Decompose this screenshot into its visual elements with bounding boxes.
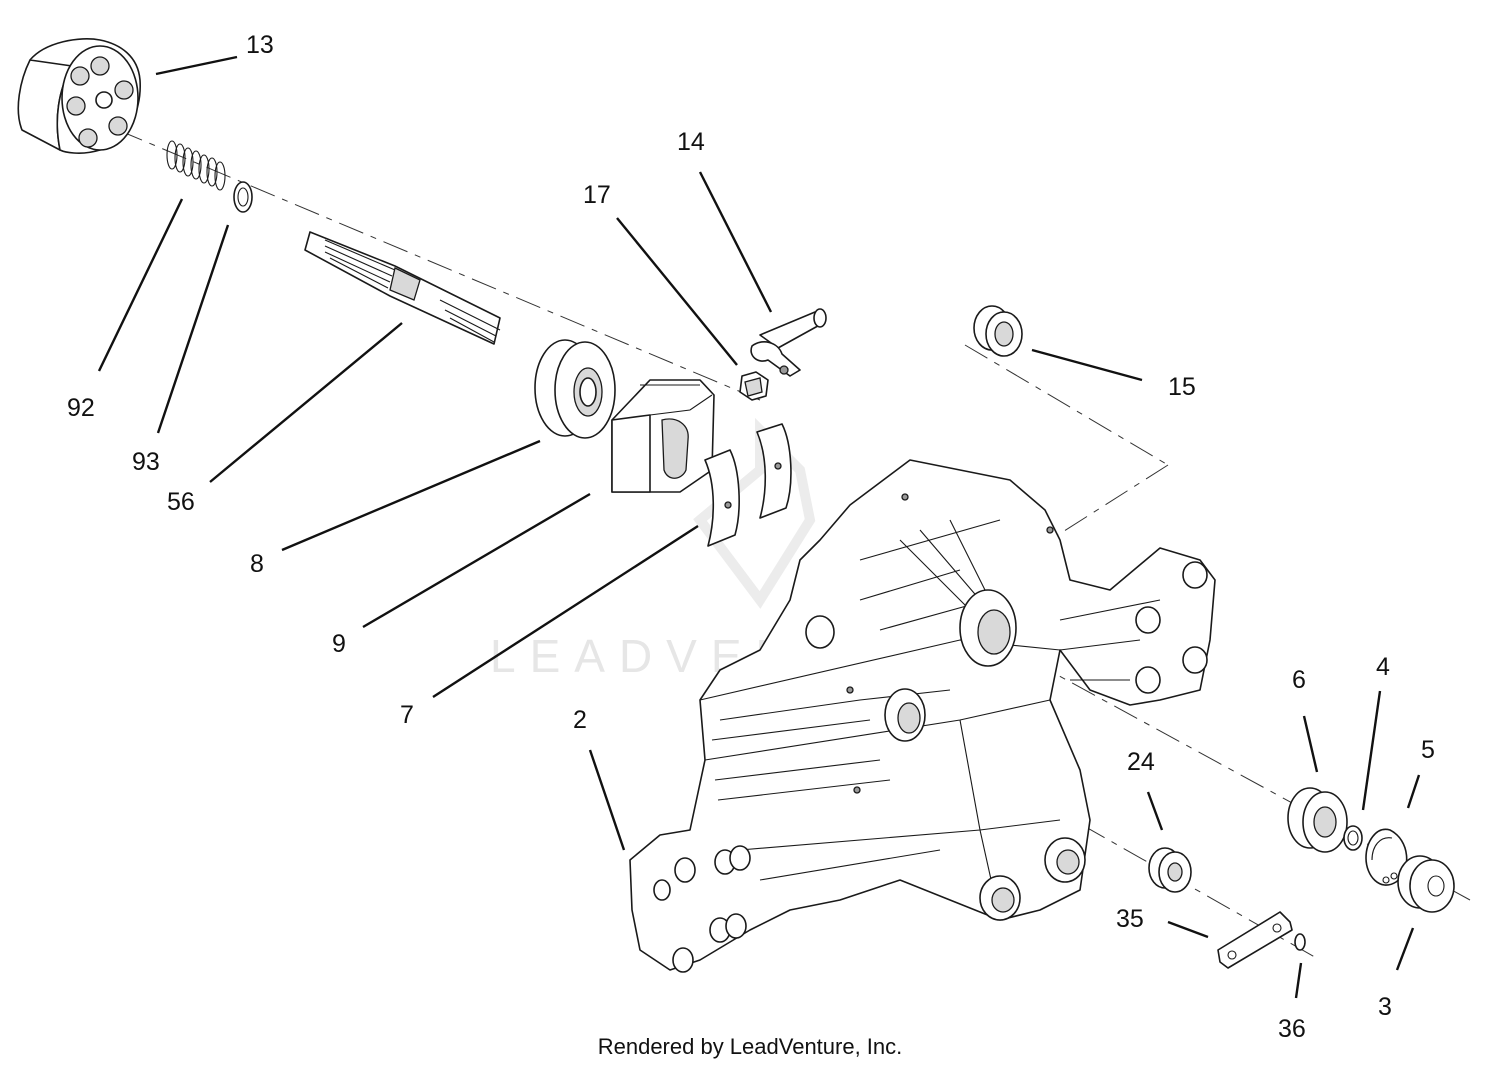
callout-92: 92 xyxy=(67,394,95,422)
part-56-shaft xyxy=(304,231,501,345)
part-13-cylinder-block xyxy=(17,38,141,154)
part-17-block xyxy=(739,371,769,401)
part-4-ring xyxy=(1343,825,1363,851)
part-9-swashplate xyxy=(611,379,715,493)
part-14-control-arm xyxy=(750,308,827,377)
callout-17: 17 xyxy=(583,181,611,209)
part-7-thrust-bearing-right xyxy=(756,423,792,519)
part-5-snap-ring xyxy=(1365,828,1408,886)
callout-15: 15 xyxy=(1168,373,1196,401)
part-15-seal xyxy=(973,305,1023,357)
part-3-seal xyxy=(1397,855,1455,913)
callout-6: 6 xyxy=(1292,666,1306,694)
part-7-thrust-bearing-left xyxy=(704,449,740,547)
callout-14: 14 xyxy=(677,128,705,156)
part-24-spacer xyxy=(1148,847,1192,893)
callout-2: 2 xyxy=(573,706,587,734)
part-93-washer xyxy=(233,181,253,213)
footer-credit: Rendered by LeadVenture, Inc. xyxy=(597,1034,903,1059)
callout-35: 35 xyxy=(1116,905,1144,933)
part-6-bearing xyxy=(1287,787,1348,853)
callout-93: 93 xyxy=(132,448,160,476)
part-2-housing xyxy=(629,459,1216,973)
part-92-spring xyxy=(166,140,226,191)
callout-numbers: 13 92 93 56 17 14 15 8 9 7 2 24 35 36 6 … xyxy=(67,31,1435,1043)
leader-lines xyxy=(97,55,1421,999)
callout-56: 56 xyxy=(167,488,195,516)
callout-8: 8 xyxy=(250,550,264,578)
callout-3: 3 xyxy=(1378,993,1392,1021)
part-35-plate xyxy=(1217,911,1293,969)
callout-24: 24 xyxy=(1127,748,1155,776)
callout-7: 7 xyxy=(400,701,414,729)
callout-36: 36 xyxy=(1278,1015,1306,1043)
callout-4: 4 xyxy=(1376,653,1390,681)
callout-9: 9 xyxy=(332,630,346,658)
part-8-bearing xyxy=(534,339,616,439)
callout-5: 5 xyxy=(1421,736,1435,764)
callout-13: 13 xyxy=(246,31,274,59)
part-36-clip xyxy=(1294,933,1306,951)
